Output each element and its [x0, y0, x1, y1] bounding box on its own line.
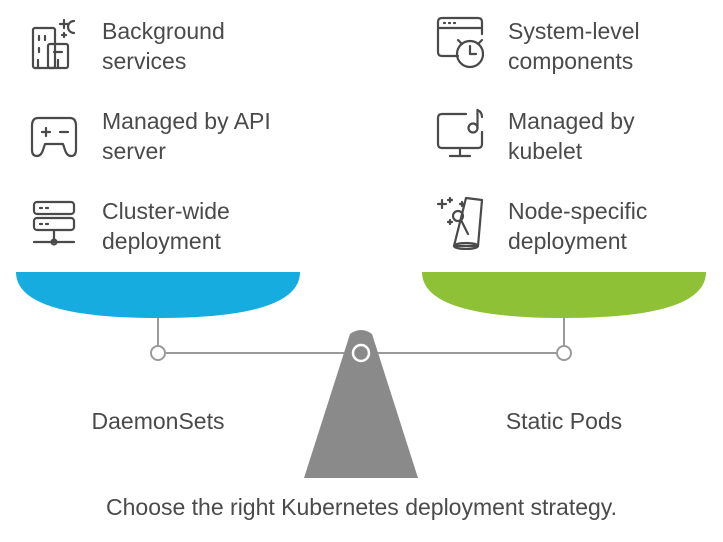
right-pan	[422, 272, 706, 318]
right-item-3: Node-specific deployment	[436, 196, 708, 256]
left-item-2: Managed by API server	[30, 106, 302, 166]
left-item-1-label: Background services	[102, 18, 225, 74]
right-item-1-label: System-level components	[508, 18, 640, 74]
window-clock-icon	[436, 16, 484, 69]
right-side-title: Static Pods	[505, 408, 623, 434]
left-item-1: Background services	[30, 16, 302, 76]
right-pivot	[556, 345, 572, 361]
left-side-title: DaemonSets	[91, 408, 225, 434]
building-sparkle-icon	[31, 18, 76, 70]
gamepad-icon	[30, 116, 78, 158]
right-item-2-label: Managed by kubelet	[508, 108, 635, 164]
diagram-caption: Choose the right Kubernetes deployment s…	[106, 494, 617, 520]
spotlight-microphone-icon	[436, 196, 484, 250]
right-item-3-label: Node-specific deployment	[508, 198, 648, 254]
left-pivot	[150, 345, 166, 361]
left-pan	[16, 272, 300, 318]
left-item-3: Cluster-wide deployment	[30, 196, 302, 256]
right-item-2: Managed by kubelet	[436, 106, 708, 166]
left-item-3-label: Cluster-wide deployment	[102, 198, 230, 254]
fulcrum	[304, 330, 418, 478]
monitor-music-icon	[436, 108, 484, 158]
fulcrum-pivot	[351, 343, 371, 363]
left-item-2-label: Managed by API server	[102, 108, 271, 164]
server-rack-icon	[32, 200, 76, 246]
right-item-1: System-level components	[436, 16, 708, 76]
